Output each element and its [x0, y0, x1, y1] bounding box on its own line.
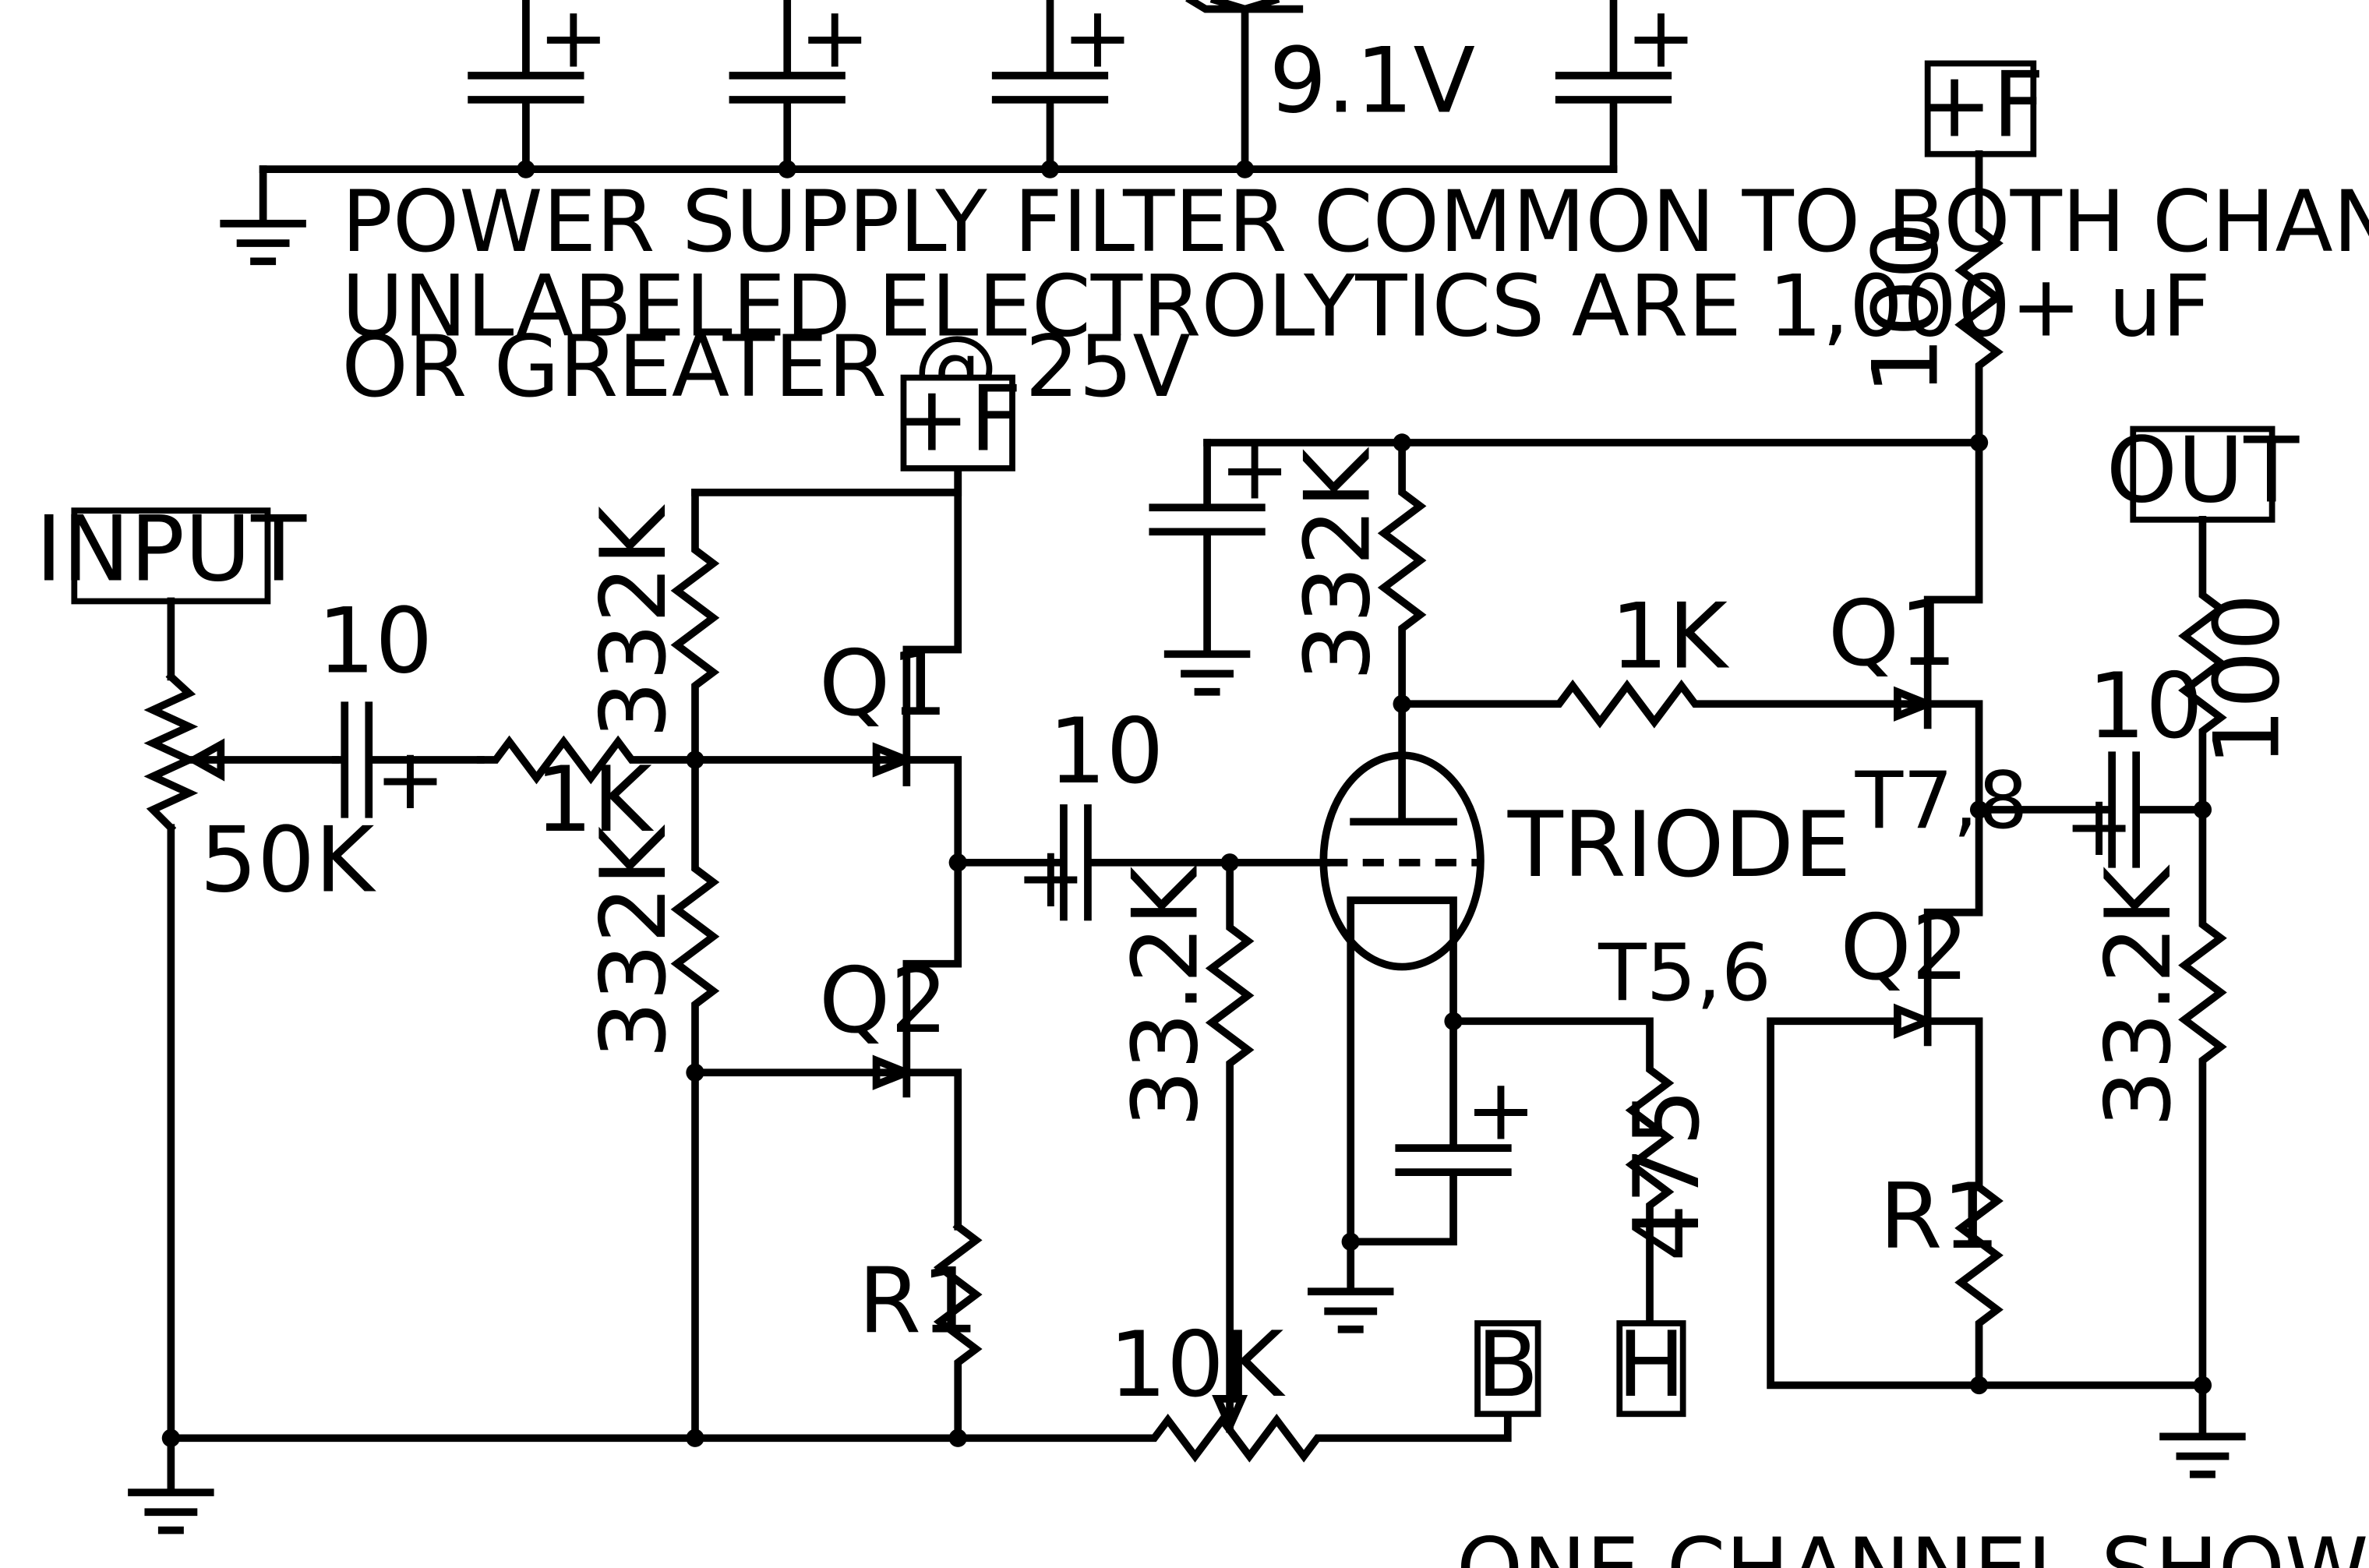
note-psu-common: POWER SUPPLY FILTER COMMON TO BOTH CHANN…	[341, 172, 2369, 271]
svg-text:TRIODE: TRIODE	[1507, 793, 1852, 898]
svg-text:332K: 332K	[581, 825, 687, 1059]
svg-text:+: +	[1062, 0, 1133, 87]
svg-text:475: 475	[1615, 1089, 1720, 1262]
ground-symbol-output	[2159, 1432, 2246, 1478]
svg-text:+: +	[538, 0, 609, 87]
svg-text:Q1: Q1	[819, 631, 948, 736]
plus-f-terminal: +F	[894, 367, 1022, 472]
bias-resistor-bottom: 332K	[581, 756, 720, 1077]
note-one-channel: ONE CHANNEL SHOWN	[1456, 1520, 2369, 1568]
input-potentiometer: 50K	[143, 671, 376, 1443]
power-supply-filter: + + + + 9.1V	[220, 0, 1696, 266]
psu-capacitor: +	[1555, 0, 1696, 173]
svg-text:+: +	[1220, 420, 1290, 519]
cap-input-label: 10	[317, 589, 432, 694]
zener-voltage-label: 9.1V	[1269, 28, 1476, 133]
plate-resistor: 332K	[1285, 439, 1427, 708]
psu-capacitor: +	[991, 0, 1133, 173]
svg-text:10K: 10K	[1109, 1312, 1286, 1418]
input-terminal: INPUT	[36, 496, 308, 605]
pot-50k-label: 50K	[199, 808, 376, 913]
svg-text:Q2: Q2	[819, 948, 948, 1054]
output-shunt-resistor: 33.2K	[2086, 806, 2227, 1390]
svg-text:33.2K: 33.2K	[1114, 864, 1219, 1128]
coupling-capacitor: + 10	[954, 699, 1331, 927]
svg-text:R1: R1	[1880, 1164, 2000, 1270]
supply-resistor: 100	[1853, 150, 2004, 447]
svg-text:R1: R1	[858, 1249, 979, 1354]
heater-resistor: T5,6 475	[1449, 927, 1771, 1327]
psu-capacitor: +	[729, 0, 870, 173]
plate-bypass-capacitor: +	[1149, 420, 1290, 696]
t78-label: T7,8	[1855, 754, 2028, 846]
svg-text:+: +	[2064, 776, 2134, 875]
svg-text:332K: 332K	[581, 504, 687, 739]
svg-text:B: B	[1477, 1312, 1539, 1418]
transistor-q1-output: Q1	[1828, 439, 1983, 814]
plus-f-terminal-output: +F	[1916, 52, 2044, 157]
ground-symbol-psu	[220, 220, 306, 266]
resistor-r1-output: R1	[1880, 1164, 2004, 1390]
svg-text:T5,6: T5,6	[1598, 927, 1771, 1019]
svg-text:Q1: Q1	[1828, 581, 1958, 687]
svg-text:Q2: Q2	[1840, 895, 1969, 1001]
svg-text:100: 100	[2194, 593, 2300, 766]
transistor-q2: Q2	[691, 858, 962, 1231]
note-electrolytics-1: UNLABELED ELECTROLYTICS ARE 1,000+ uF	[341, 256, 2210, 355]
output-capacitor: + 10	[1975, 654, 2207, 875]
cap-coupling-label: 10	[1049, 699, 1164, 804]
svg-text:+: +	[375, 729, 446, 828]
svg-text:10: 10	[2088, 654, 2203, 759]
svg-text:OUT: OUT	[2106, 418, 2300, 524]
svg-text:+: +	[1466, 1061, 1537, 1160]
psu-capacitor: +	[468, 0, 609, 173]
triode-tube: TRIODE	[1319, 700, 1852, 1246]
resistor-r1-input: R1	[858, 1221, 983, 1443]
plate-feed-resistor: 1K	[1398, 584, 1932, 729]
ground-symbol-input	[128, 1489, 214, 1534]
zener-diode	[1185, 0, 1304, 173]
cathode-bypass-capacitor: +	[1307, 1017, 1537, 1333]
svg-text:+F: +F	[1916, 52, 2044, 157]
svg-text:33.2K: 33.2K	[2086, 864, 2191, 1128]
b-terminal: B	[1474, 1312, 1541, 1418]
transistor-q2-output: Q2	[1767, 806, 1983, 1390]
svg-text:+: +	[1626, 0, 1696, 87]
bias-resistor-top: 332K	[581, 489, 720, 764]
svg-text:+: +	[800, 0, 870, 87]
svg-text:H: H	[1617, 1312, 1685, 1418]
h-terminal: H	[1616, 1312, 1686, 1418]
potentiometer-10k: 10K	[954, 1312, 1512, 1463]
svg-text:+F: +F	[894, 367, 1022, 472]
svg-text:+: +	[1015, 828, 1086, 927]
grid-resistor: 33.2K	[1114, 858, 1255, 1409]
note-electrolytics-2: OR GREATER @ 25V	[341, 317, 1190, 416]
svg-text:100: 100	[1853, 221, 1958, 394]
input-capacitor: + 10	[317, 589, 485, 828]
svg-text:INPUT: INPUT	[36, 496, 308, 602]
svg-text:332K: 332K	[1285, 447, 1390, 681]
svg-text:1K: 1K	[1611, 584, 1730, 690]
r-1k-label: 1K	[535, 747, 655, 853]
output-terminal: OUT	[2106, 418, 2300, 524]
input-series-resistor: 1K	[476, 735, 699, 853]
transistor-q1: Q1	[691, 467, 962, 867]
output-series-resistor: 100	[2178, 515, 2300, 814]
